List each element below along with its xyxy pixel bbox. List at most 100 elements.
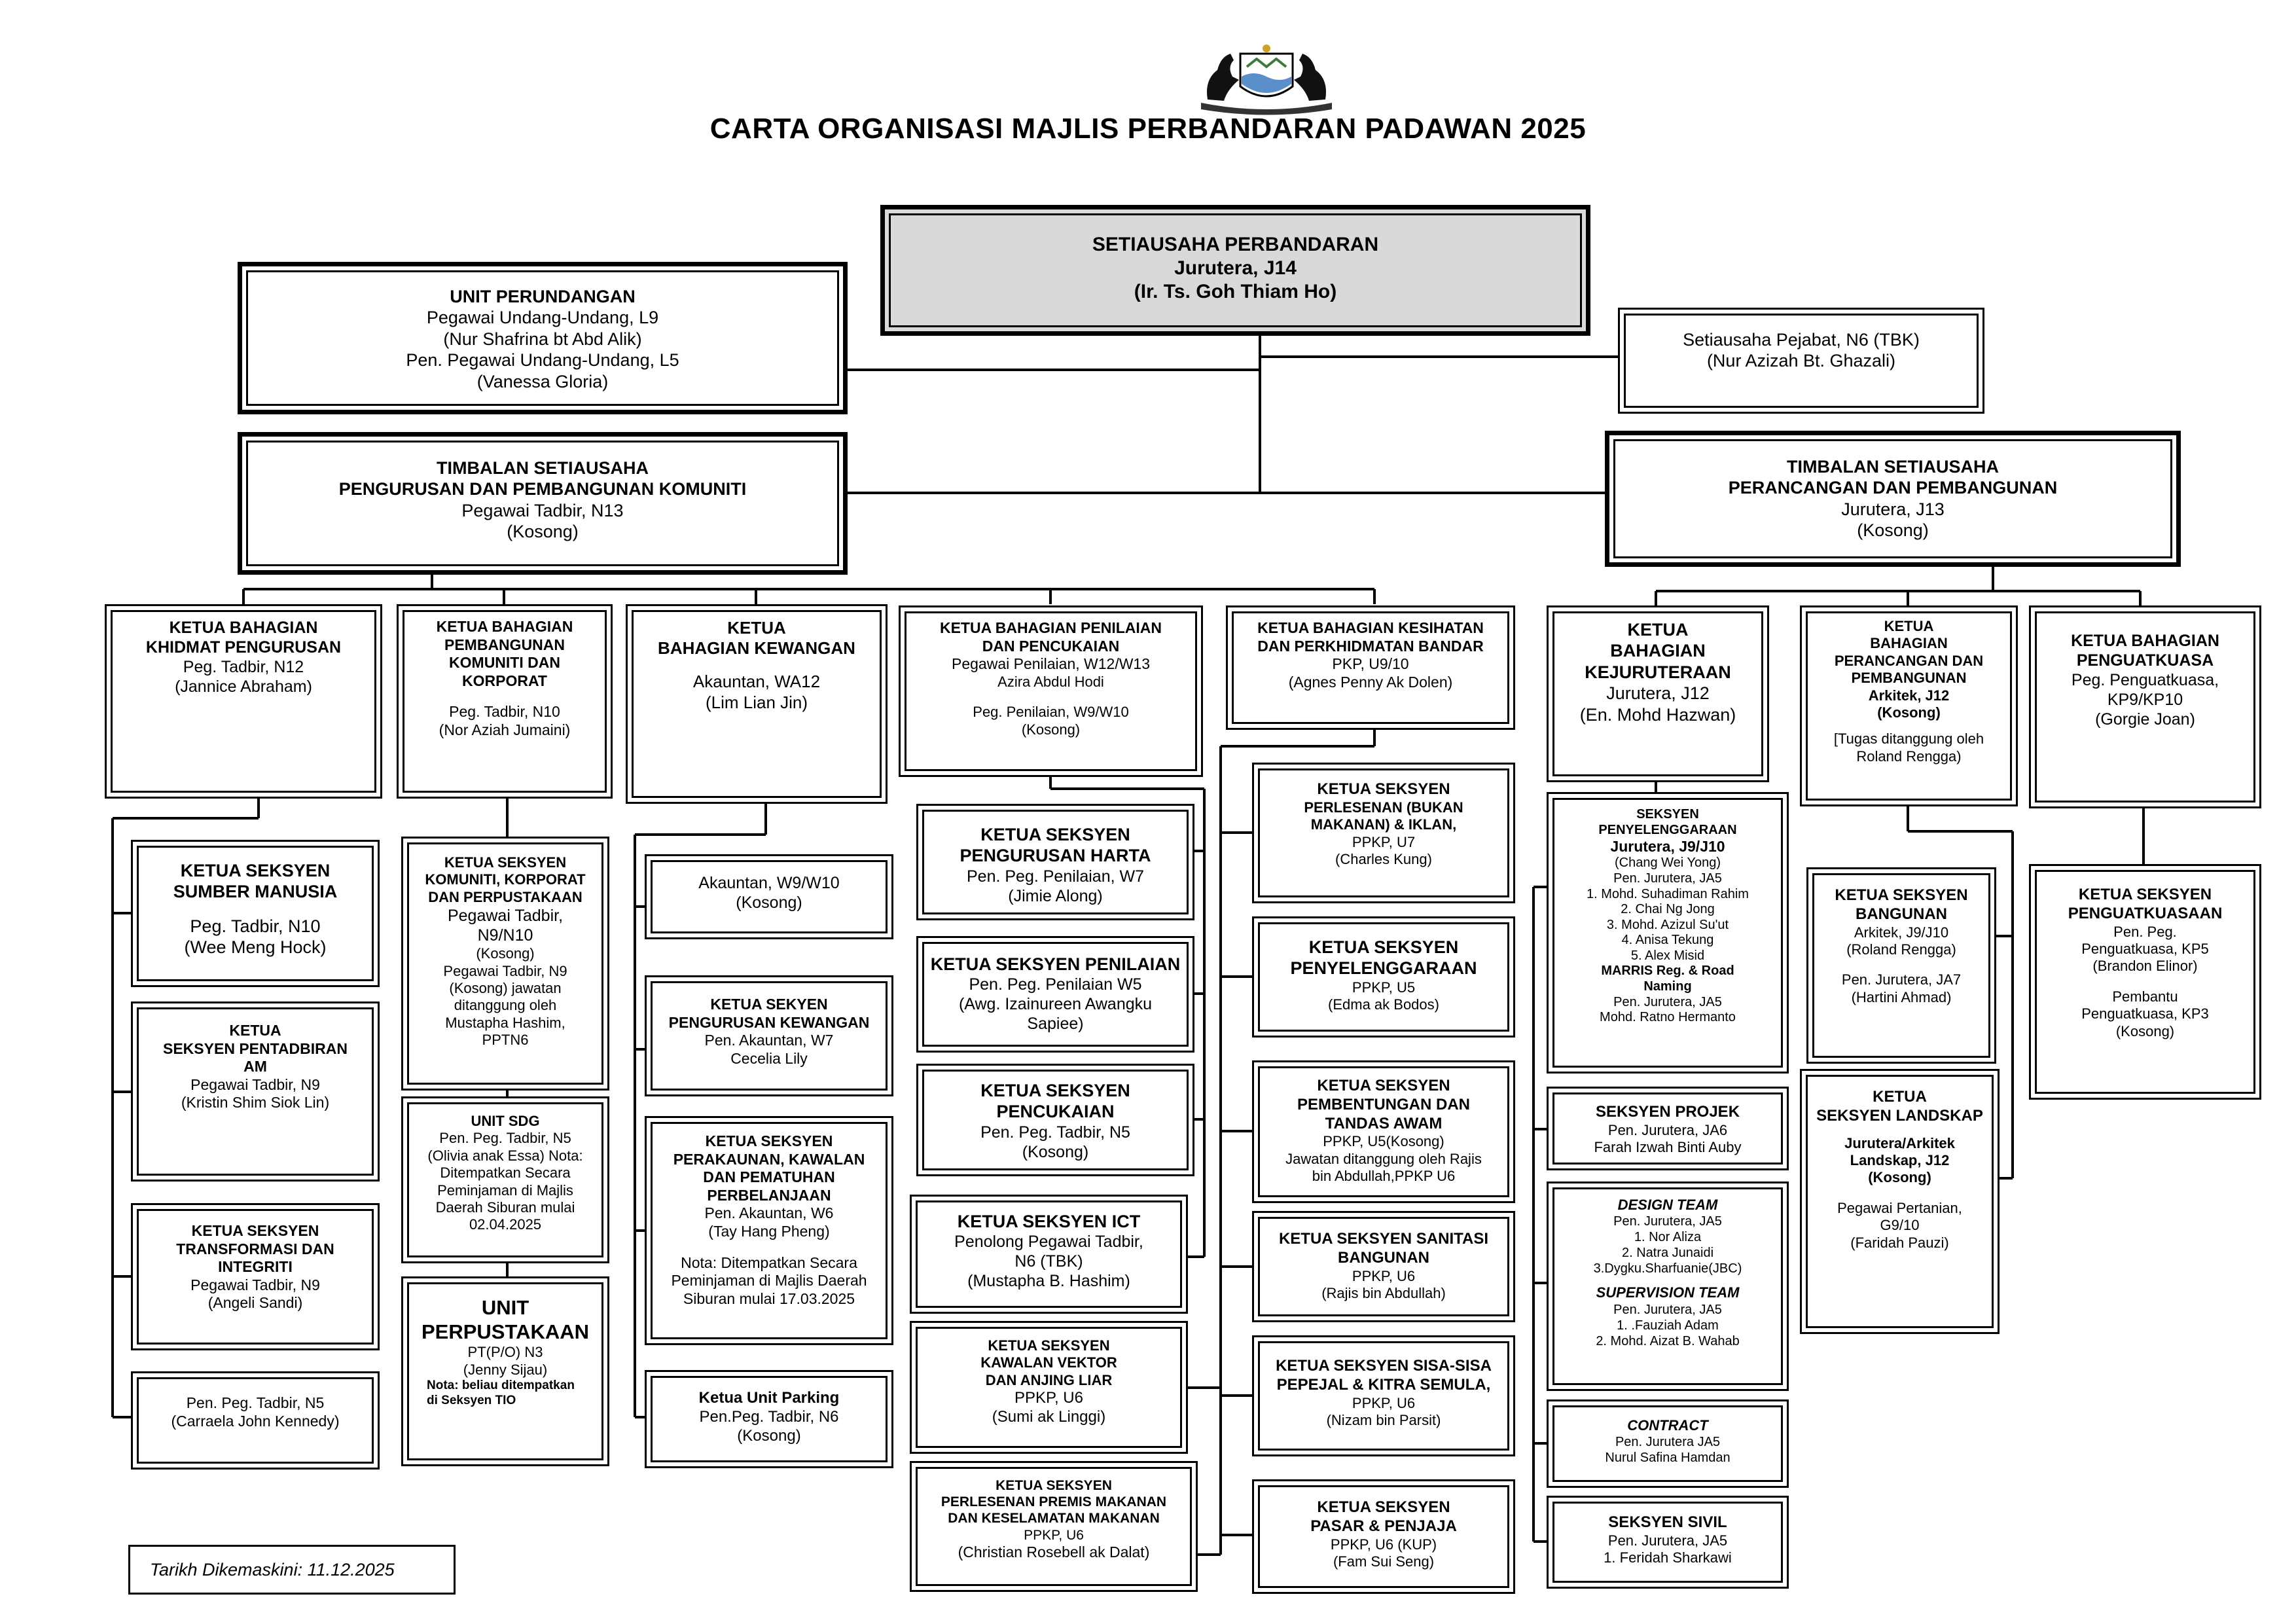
box-line: TIMBALAN SETIAUSAHA bbox=[437, 458, 649, 478]
box-ketua-bahagian-kejuruteraan: KETUA BAHAGIAN KEJURUTERAAN Jurutera, J1… bbox=[1547, 605, 1769, 782]
box-line: KETUA BAHAGIAN bbox=[169, 619, 318, 637]
box-line: (Kosong) bbox=[1868, 1169, 1931, 1186]
box-line: KETUA bbox=[229, 1022, 281, 1039]
box-ketua-seksyen-kawalan-vektor: KETUA SEKSYEN KAWALAN VEKTOR DAN ANJING … bbox=[910, 1321, 1188, 1454]
box-line: (Faridah Pauzi) bbox=[1850, 1234, 1949, 1251]
box-line: BANGUNAN bbox=[1338, 1248, 1429, 1267]
box-setiausaha-pejabat: Setiausaha Pejabat, N6 (TBK) (Nur Azizah… bbox=[1618, 308, 1984, 414]
box-line: 2. Natra Junaidi bbox=[1621, 1246, 1714, 1261]
box-line: (Kosong) bbox=[1022, 1142, 1089, 1161]
box-line: Cecelia Lily bbox=[730, 1049, 808, 1067]
box-ketua-seksyen-pengurusan-harta: KETUA SEKSYEN PENGURUSAN HARTA Pen. Peg.… bbox=[916, 804, 1194, 920]
box-line: (Roland Rengga) bbox=[1846, 941, 1956, 958]
box-line: PERBELANJAAN bbox=[707, 1186, 831, 1204]
box-line: SEKSYEN LANDSKAP bbox=[1816, 1106, 1983, 1125]
box-line: AM bbox=[243, 1058, 267, 1075]
box-line: DAN KESELAMATAN MAKANAN bbox=[948, 1511, 1160, 1526]
box-seksyen-sivil: SEKSYEN SIVIL Pen. Jurutera, JA5 1. Feri… bbox=[1547, 1496, 1789, 1589]
box-line: Arkitek, J12 bbox=[1868, 687, 1950, 704]
box-line: Pen.Peg. Tadbir, N6 bbox=[699, 1407, 839, 1426]
box-line: Pen. Pegawai Undang-Undang, L5 bbox=[406, 350, 679, 370]
box-line: PENYELENGGARAAN bbox=[1598, 822, 1737, 837]
box-line: Pen. Jurutera, JA6 bbox=[1607, 1121, 1728, 1138]
box-line: KETUA SEKSYEN ICT bbox=[957, 1212, 1141, 1231]
box-line: ditanggung oleh bbox=[454, 997, 557, 1014]
box-line: (Jenny Sijau) bbox=[463, 1361, 548, 1378]
box-line: (Wee Meng Hock) bbox=[184, 937, 327, 958]
box-line: N9/N10 bbox=[477, 926, 533, 945]
box-line: KAWALAN VEKTOR bbox=[980, 1354, 1117, 1371]
box-line: Mohd. Ratno Hermanto bbox=[1600, 1010, 1736, 1025]
box-line: (Kosong) bbox=[737, 1426, 801, 1445]
box-line: SEKSYEN SIVIL bbox=[1608, 1513, 1727, 1531]
box-line: KETUA SEKSYEN bbox=[1835, 886, 1968, 904]
box-line: (Jimie Along) bbox=[1008, 886, 1103, 905]
box-line: KETUA BAHAGIAN bbox=[436, 618, 573, 635]
box-line: UNIT SDG bbox=[471, 1113, 540, 1129]
box-setiausaha-perbandaran: SETIAUSAHA PERBANDARAN Jurutera, J14 (Ir… bbox=[880, 205, 1590, 336]
box-line: (Olivia anak Essa) Nota: bbox=[427, 1147, 583, 1164]
box-line: PPTN6 bbox=[482, 1032, 529, 1049]
box-contract: CONTRACT Pen. Jurutera JA5 Nurul Safina … bbox=[1547, 1399, 1789, 1488]
box-ketua-bahagian-kewangan: KETUA BAHAGIAN KEWANGAN Akauntan, WA12 (… bbox=[626, 604, 888, 804]
box-line: Sapiee) bbox=[1027, 1015, 1084, 1034]
box-line: Jurutera, J14 bbox=[1174, 257, 1297, 279]
box-line: Naming bbox=[1643, 979, 1692, 994]
box-line: [Tugas ditanggung oleh bbox=[1833, 731, 1984, 748]
box-line: PERAKAUNAN, KAWALAN bbox=[673, 1150, 865, 1168]
box-line: INTEGRITI bbox=[218, 1258, 293, 1276]
box-line: Pen. Jurutera, JA5 bbox=[1613, 1214, 1722, 1229]
box-line: Jurutera, J12 bbox=[1606, 683, 1710, 704]
box-line: PENGURUSAN KEWANGAN bbox=[668, 1013, 870, 1031]
box-line: PPKP, U5(Kosong) bbox=[1323, 1133, 1444, 1150]
box-unit-perpustakaan: UNIT PERPUSTAKAAN PT(P/O) N3 (Jenny Sija… bbox=[401, 1276, 609, 1466]
box-ketua-seksyen-perlesenan-premis-makanan: KETUA SEKSYEN PERLESENAN PREMIS MAKANAN … bbox=[910, 1461, 1198, 1592]
box-line: Azira Abdul Hodi bbox=[997, 673, 1104, 690]
box-line: (Kosong) bbox=[1877, 704, 1941, 721]
box-line: KEJURUTERAAN bbox=[1585, 662, 1731, 682]
box-line: DAN ANJING LIAR bbox=[985, 1371, 1113, 1388]
box-line: Akauntan, W9/W10 bbox=[698, 874, 840, 892]
box-line: (Christian Rosebell ak Dalat) bbox=[958, 1543, 1150, 1561]
box-line: DAN PERKHIDMATAN BANDAR bbox=[1257, 637, 1484, 655]
box-design-supervision-team: DESIGN TEAM Pen. Jurutera, JA5 1. Nor Al… bbox=[1547, 1182, 1789, 1391]
box-ketua-seksyen-transformasi-integriti: KETUA SEKSYEN TRANSFORMASI DAN INTEGRITI… bbox=[131, 1203, 380, 1350]
page-title: CARTA ORGANISASI MAJLIS PERBANDARAN PADA… bbox=[709, 113, 1587, 145]
box-line: KETUA SEKSYEN bbox=[980, 1081, 1130, 1100]
box-line: (Lim Lian Jin) bbox=[705, 692, 808, 712]
box-line: 3. Mohd. Azizul Su'ut bbox=[1606, 917, 1729, 932]
box-line: PPKP, U7 bbox=[1352, 833, 1416, 850]
box-line: Pen. Peg. Penilaian, W7 bbox=[967, 867, 1144, 886]
box-line: PERPUSTAKAAN bbox=[421, 1320, 590, 1344]
box-line: TIMBALAN SETIAUSAHA bbox=[1787, 457, 1999, 477]
box-line: (Carraela John Kennedy) bbox=[171, 1412, 340, 1430]
box-timbalan-setiausaha-perancangan: TIMBALAN SETIAUSAHA PERANCANGAN DAN PEMB… bbox=[1605, 431, 2181, 567]
box-ketua-seksyen-sisa-pepejal: KETUA SEKSYEN SISA-SISA PEPEJAL & KITRA … bbox=[1252, 1335, 1515, 1456]
box-line: PERANCANGAN DAN PEMBANGUNAN bbox=[1728, 478, 2058, 498]
box-line: KHIDMAT PENGURUSAN bbox=[145, 638, 342, 657]
box-line: Jurutera, J9/J10 bbox=[1610, 838, 1725, 856]
box-ketua-seksyen-pencukaian: KETUA SEKSYEN PENCUKAIAN Pen. Peg. Tadbi… bbox=[916, 1064, 1194, 1176]
box-line: PENGURUSAN DAN PEMBANGUNAN KOMUNITI bbox=[338, 479, 747, 499]
box-line: (Kosong) bbox=[507, 522, 579, 542]
box-line: Setiausaha Pejabat, N6 (TBK) bbox=[1683, 330, 1920, 350]
box-line: (Edma ak Bodos) bbox=[1328, 996, 1439, 1013]
box-line: (Kosong) bbox=[736, 893, 802, 912]
box-ketua-seksyen-perakaunan: KETUA SEKSYEN PERAKAUNAN, KAWALAN DAN PE… bbox=[645, 1116, 893, 1345]
box-line: 02.04.2025 bbox=[469, 1216, 542, 1233]
box-line: Pegawai Tadbir, bbox=[447, 907, 564, 926]
box-line: KP9/KP10 bbox=[2107, 691, 2183, 709]
box-line: Peg. Penilaian, W9/W10 bbox=[973, 704, 1129, 721]
box-line: Peg. Tadbir, N10 bbox=[449, 703, 560, 721]
box-ketua-seksyen-komuniti-korporat: KETUA SEKSYEN KOMUNITI, KORPORAT DAN PER… bbox=[401, 837, 609, 1091]
box-line: BANGUNAN bbox=[1856, 905, 1947, 923]
box-line: Pen. Peg. bbox=[2113, 923, 2177, 940]
box-line: Pen. Jurutera, JA5 bbox=[1607, 1532, 1728, 1549]
box-line: DAN PENCUKAIAN bbox=[982, 637, 1120, 655]
box-line: (Ir. Ts. Goh Thiam Ho) bbox=[1134, 281, 1337, 302]
box-ketua-seksyen-pembentungan: KETUA SEKSYEN PEMBENTUNGAN DAN TANDAS AW… bbox=[1252, 1060, 1515, 1203]
box-line: Peg. Tadbir, N10 bbox=[190, 916, 321, 936]
box-line: KETUA SEKSYEN bbox=[444, 854, 567, 871]
